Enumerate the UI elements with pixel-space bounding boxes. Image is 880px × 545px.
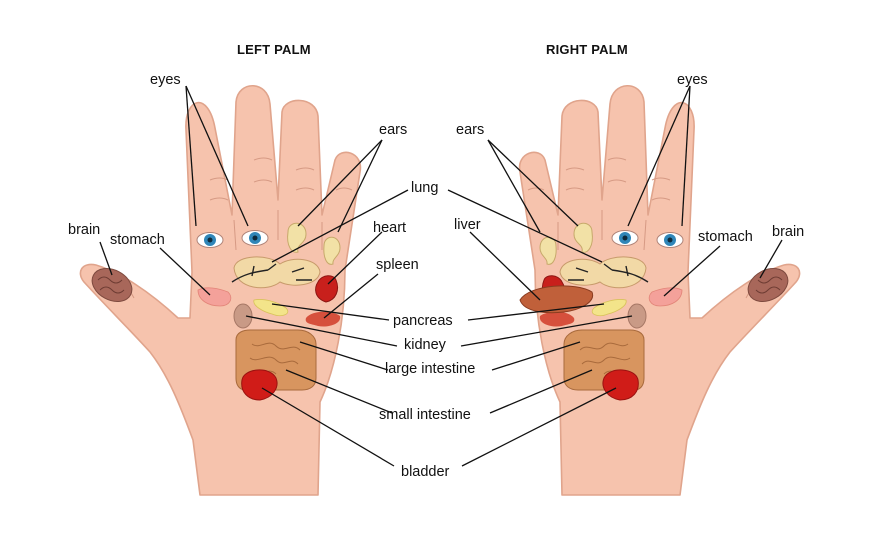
leader-lines — [99, 85, 783, 467]
right-palm-illustration — [518, 84, 801, 496]
label-eyes-left: eyes — [150, 72, 181, 88]
label-ears-left: ears — [379, 122, 408, 138]
label-brain-right: brain — [772, 224, 805, 240]
label-liver: liver — [454, 217, 481, 233]
label-stomach-right: stomach — [698, 229, 753, 245]
label-lung: lung — [411, 180, 439, 196]
label-bladder: bladder — [401, 464, 450, 480]
right-palm-title: RIGHT PALM — [546, 42, 628, 57]
left-palm-title: LEFT PALM — [237, 42, 311, 57]
label-eyes-right: eyes — [677, 72, 708, 88]
label-large-intestine: large intestine — [385, 361, 476, 377]
left-palm-illustration — [79, 84, 362, 496]
label-kidney: kidney — [404, 337, 446, 353]
label-brain-left: brain — [68, 222, 101, 238]
label-small-intestine: small intestine — [379, 407, 471, 423]
label-ears-right: ears — [456, 122, 485, 138]
label-heart: heart — [373, 220, 407, 236]
label-spleen: spleen — [376, 257, 419, 273]
label-stomach-left: stomach — [110, 232, 165, 248]
label-pancreas: pancreas — [393, 313, 453, 329]
